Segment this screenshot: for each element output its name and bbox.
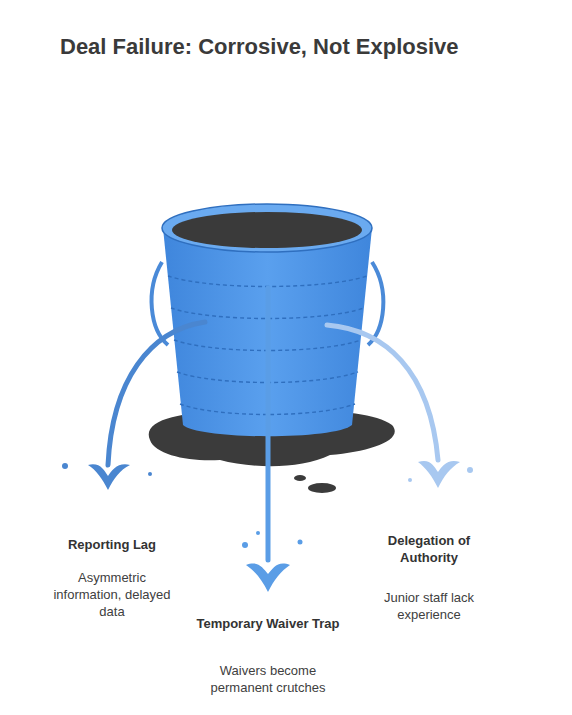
diagram-title: Deal Failure: Corrosive, Not Explosive xyxy=(60,33,459,62)
risk-heading: Reporting Lag xyxy=(37,537,187,554)
risk-description: Junior staff lack experience xyxy=(364,590,494,624)
risk-heading: Delegation of Authority xyxy=(364,533,494,567)
risk-heading: Temporary Waiver Trap xyxy=(173,616,363,633)
risk-description: Asymmetric information, delayed data xyxy=(47,570,177,621)
risk-description: Waivers become permanent crutches xyxy=(188,663,348,697)
